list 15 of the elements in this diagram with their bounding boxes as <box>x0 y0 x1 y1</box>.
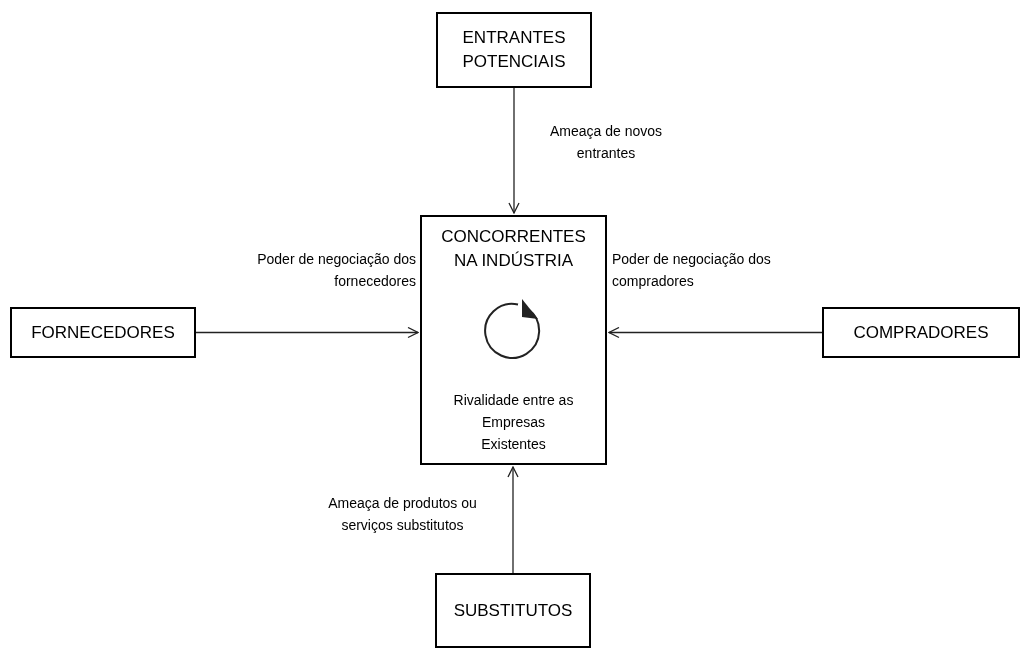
force-box <box>435 573 591 648</box>
arrow <box>195 326 419 339</box>
force-box <box>436 12 592 88</box>
box-title: FORNECEDORES <box>31 321 175 344</box>
box-title: COMPRADORES <box>853 321 989 344</box>
force-box <box>10 307 196 358</box>
arrow <box>507 466 519 574</box>
box-title: CONCORRENTES NA INDÚSTRIA <box>440 226 587 272</box>
box-subtitle: Rivalidade entre as Empresas Existentes <box>453 391 574 454</box>
arrow <box>608 326 823 339</box>
center-box <box>420 215 607 465</box>
box-title: SUBSTITUTOS <box>453 599 573 622</box>
arrow <box>508 87 520 214</box>
force-box <box>822 307 1020 358</box>
box-title: ENTRANTES POTENCIAIS <box>461 27 567 73</box>
